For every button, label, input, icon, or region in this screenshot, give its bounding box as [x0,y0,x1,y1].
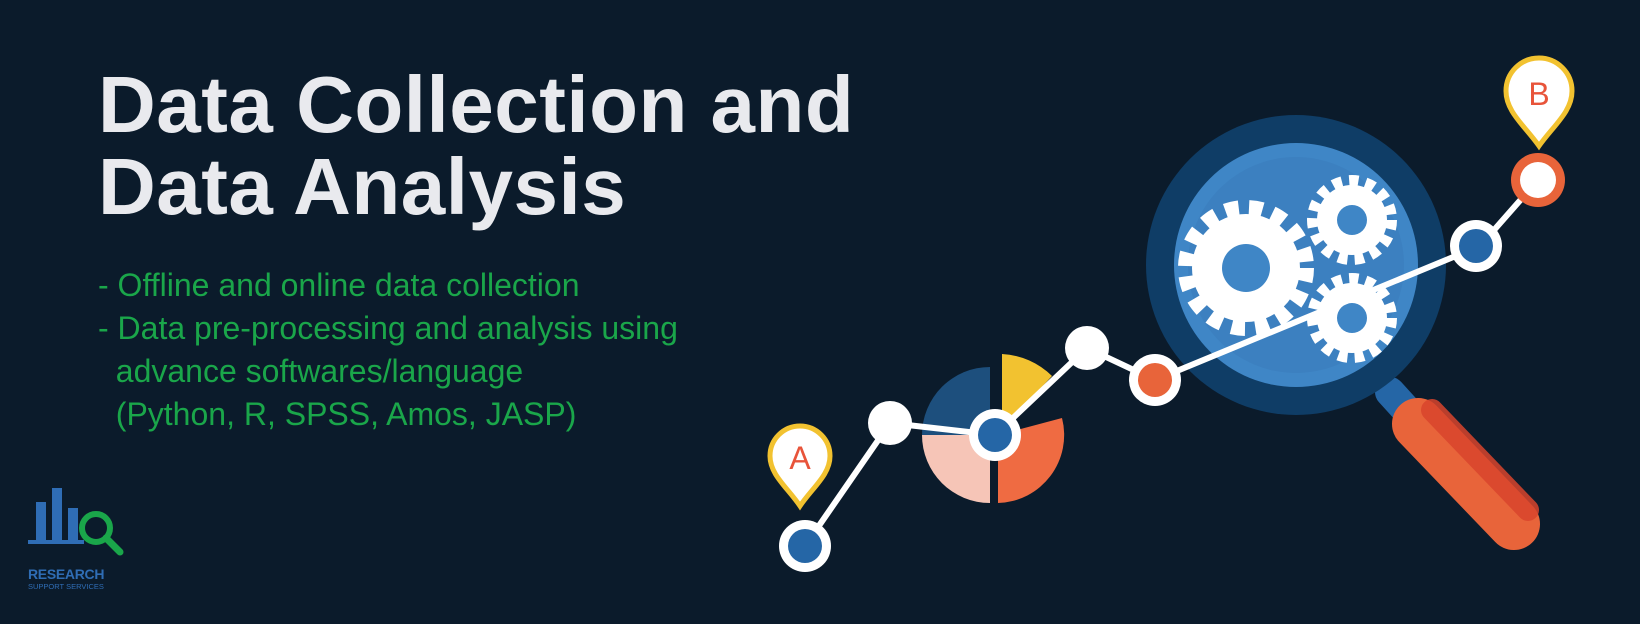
logo-magnifier-icon [79,511,124,556]
service-item: (Python, R, SPSS, Amos, JASP) [98,396,577,432]
gear-icon [1307,273,1397,363]
map-pin-icon: B [1503,55,1575,151]
service-item: - Data pre-processing and analysis using [98,310,678,346]
pin-label-start: A [789,440,811,476]
gear-icon [1307,175,1397,265]
trend-node [969,409,1021,461]
service-item: - Offline and online data collection [98,267,580,303]
trend-node [1511,153,1565,207]
logo [28,488,124,556]
trend-node [779,520,831,572]
trend-node [868,401,912,445]
trend-node [1450,220,1502,272]
title-line-2: Data Analysis [98,142,627,231]
service-list: - Offline and online data collection - D… [98,264,678,436]
logo-title: RESEARCH [28,566,105,582]
gear-icon [1178,200,1314,336]
logo-bars-icon [28,488,84,544]
page-title: Data Collection and Data Analysis [98,64,854,228]
service-item: advance softwares/language [98,353,524,389]
logo-subtitle: SUPPORT SERVICES [28,582,104,591]
title-line-1: Data Collection and [98,60,855,149]
map-pin-icon: A [767,423,833,511]
pin-label-end: B [1528,76,1549,112]
trend-node [1065,326,1109,370]
trend-node [1129,354,1181,406]
